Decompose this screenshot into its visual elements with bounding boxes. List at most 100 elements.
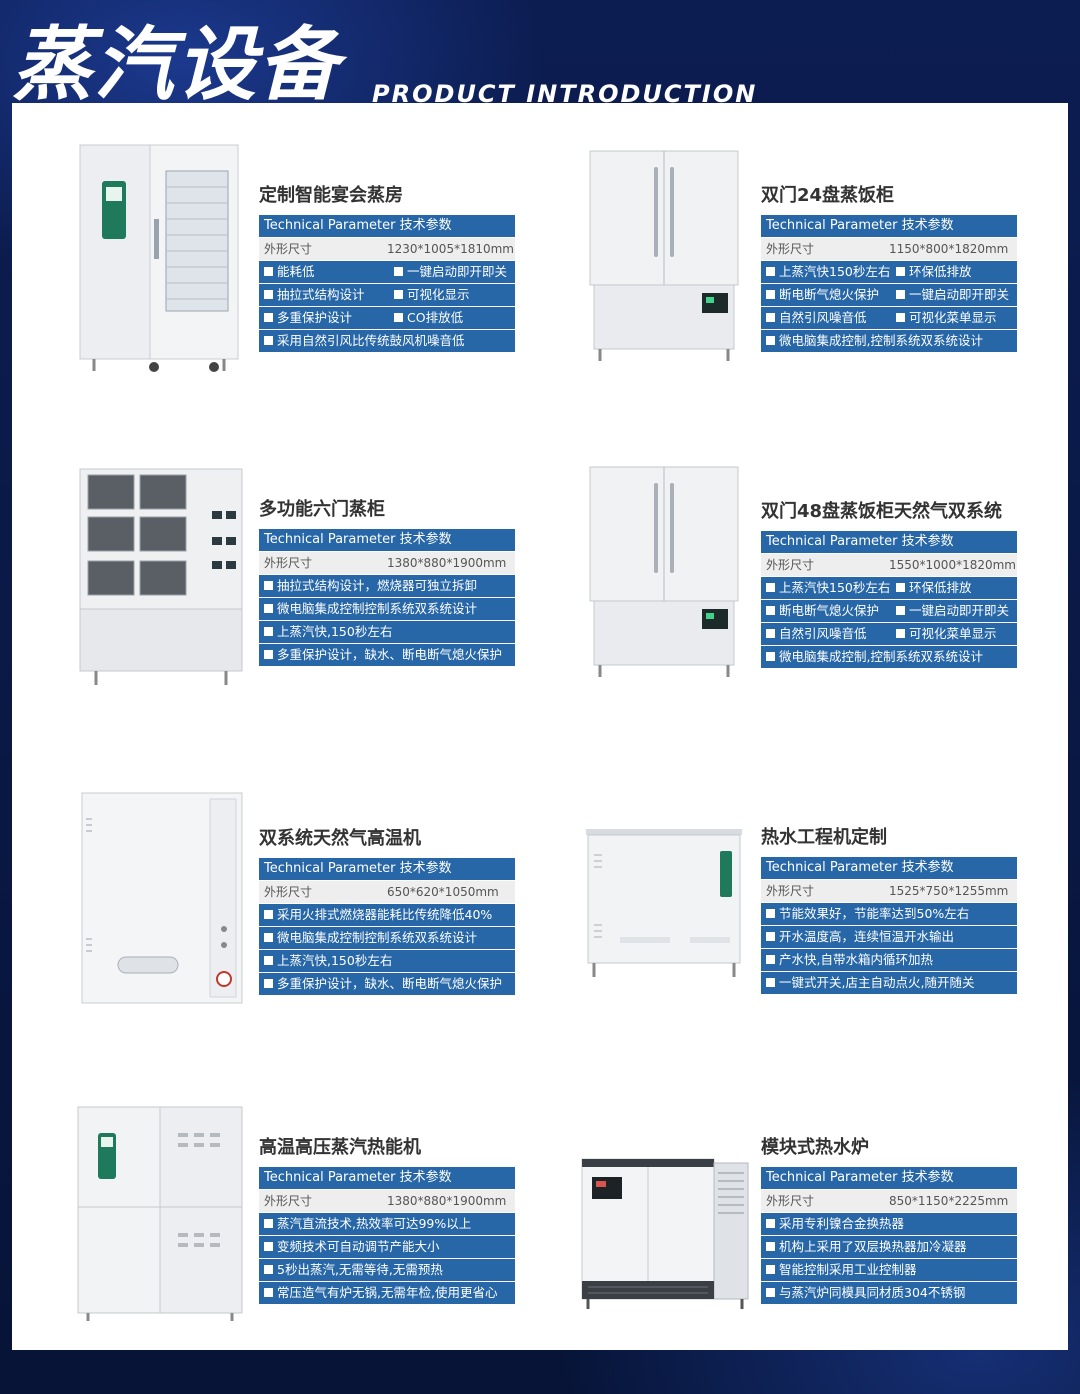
feature-row: 微电脑集成控制控制系统双系统设计: [259, 927, 515, 949]
feature-item: 可视化菜单显示: [891, 623, 997, 645]
feature-row: 开水温度高，连续恒温开水输出: [761, 926, 1017, 948]
size-label: 外形尺寸: [766, 1194, 815, 1208]
feature-item: 断电断气熄火保护: [761, 284, 879, 306]
size-row: 外形尺寸 1150*800*1820mm: [761, 238, 1017, 260]
feature-item: 抽拉式结构设计，燃烧器可独立拆卸: [259, 575, 477, 597]
feature-row: 常压造气有炉无锅,无需年检,使用更省心: [259, 1282, 515, 1304]
feature-item: 采用自然引风比传统鼓风机噪音低: [259, 330, 465, 352]
feature-item: 环保低排放: [891, 261, 972, 283]
feature-item: 上蒸汽快,150秒左右: [259, 621, 392, 643]
feature-row: 上蒸汽快,150秒左右: [259, 950, 515, 972]
feature-item: 可视化菜单显示: [891, 307, 997, 329]
parameter-header: Technical Parameter 技术参数: [259, 529, 515, 551]
feature-item: 一键启动即开即关: [389, 261, 507, 283]
page-title: 蒸汽设备: [12, 18, 340, 111]
feature-row: 产水快,自带水箱内循环加热: [761, 949, 1017, 971]
feature-row: 断电断气熄火保护一键启动即开即关: [761, 284, 1017, 306]
feature-row: 能耗低 一键启动即开即关: [259, 261, 515, 283]
size-value: 850*1150*2225mm: [889, 1194, 1009, 1208]
size-value: 1380*880*1900mm: [387, 556, 507, 570]
parameter-table: Technical Parameter 技术参数 外形尺寸 650*620*105…: [259, 858, 515, 996]
feature-item: 环保低排放: [891, 577, 972, 599]
feature-item: 一键启动即开即关: [891, 600, 1009, 622]
parameter-header: Technical Parameter 技术参数: [761, 1167, 1017, 1189]
product-image-dual-system-gas: [78, 789, 244, 1007]
product-title: 高温高压蒸汽热能机: [259, 1137, 421, 1158]
size-label: 外形尺寸: [766, 884, 815, 898]
feature-item: 多重保护设计，缺水、断电断气熄火保护: [259, 644, 502, 666]
feature-item: 微电脑集成控制,控制系统双系统设计: [761, 646, 983, 668]
feature-item: 自然引风噪音低: [761, 623, 867, 645]
feature-row: 上蒸汽快150秒左右环保低排放: [761, 261, 1017, 283]
size-label: 外形尺寸: [766, 558, 815, 572]
size-label: 外形尺寸: [264, 1194, 313, 1208]
feature-item: 智能控制采用工业控制器: [761, 1259, 917, 1281]
size-value: 1525*750*1255mm: [889, 884, 1009, 898]
product-image-modular-boiler: [578, 1153, 752, 1313]
size-label: 外形尺寸: [766, 242, 815, 256]
parameter-header: Technical Parameter 技术参数: [761, 215, 1017, 237]
feature-item: 抽拉式结构设计: [259, 284, 365, 306]
product-image-banquet-steamer: [74, 139, 246, 375]
product-image-steam-heat-machine: [74, 1103, 246, 1325]
feature-item: 多重保护设计，缺水、断电断气熄火保护: [259, 973, 502, 995]
feature-row: 节能效果好，节能率达到50%左右: [761, 903, 1017, 925]
product-title: 双门24盘蒸饭柜: [761, 185, 895, 206]
size-row: 外形尺寸 1525*750*1255mm: [761, 880, 1017, 902]
feature-item: 多重保护设计: [259, 307, 352, 329]
size-value: 1380*880*1900mm: [387, 1194, 507, 1208]
feature-row: 采用自然引风比传统鼓风机噪音低: [259, 330, 515, 352]
feature-item: 能耗低: [259, 261, 315, 283]
product-title: 模块式热水炉: [761, 1137, 869, 1158]
feature-item: 上蒸汽快,150秒左右: [259, 950, 392, 972]
parameter-header: Technical Parameter 技术参数: [761, 531, 1017, 553]
feature-item: 微电脑集成控制,控制系统双系统设计: [761, 330, 983, 352]
product-image-six-door: [76, 465, 246, 689]
feature-row: 变频技术可自动调节产能大小: [259, 1236, 515, 1258]
feature-item: 上蒸汽快150秒左右: [761, 261, 890, 283]
feature-item: 自然引风噪音低: [761, 307, 867, 329]
parameter-table: Technical Parameter 技术参数 外形尺寸 1550*1000*1…: [761, 531, 1017, 669]
feature-item: 采用专利镍合金换热器: [761, 1213, 904, 1235]
parameter-header: Technical Parameter 技术参数: [761, 857, 1017, 879]
size-label: 外形尺寸: [264, 885, 313, 899]
feature-row: 微电脑集成控制,控制系统双系统设计: [761, 646, 1017, 668]
product-title: 热水工程机定制: [761, 827, 887, 848]
parameter-header: Technical Parameter 技术参数: [259, 1167, 515, 1189]
feature-row: 微电脑集成控制,控制系统双系统设计: [761, 330, 1017, 352]
parameter-table: Technical Parameter 技术参数 外形尺寸 1150*800*18…: [761, 215, 1017, 353]
feature-item: 一键式开关,店主自动点火,随开随关: [761, 972, 974, 994]
size-row: 外形尺寸 850*1150*2225mm: [761, 1190, 1017, 1212]
feature-item: 与蒸汽炉同模具同材质304不锈钢: [761, 1282, 965, 1304]
feature-row: 上蒸汽快,150秒左右: [259, 621, 515, 643]
size-row: 外形尺寸 650*620*1050mm: [259, 881, 515, 903]
feature-row: 抽拉式结构设计，燃烧器可独立拆卸: [259, 575, 515, 597]
size-value: 1150*800*1820mm: [889, 242, 1009, 256]
size-value: 650*620*1050mm: [387, 885, 499, 899]
feature-row: 蒸汽直流技术,热效率可达99%以上: [259, 1213, 515, 1235]
feature-item: 节能效果好，节能率达到50%左右: [761, 903, 969, 925]
feature-row: 机构上采用了双层换热器加冷凝器: [761, 1236, 1017, 1258]
feature-item: 一键启动即开即关: [891, 284, 1009, 306]
size-value: 1550*1000*1820mm: [889, 558, 1016, 572]
feature-item: 开水温度高，连续恒温开水输出: [761, 926, 954, 948]
feature-row: 多重保护设计，缺水、断电断气熄火保护: [259, 973, 515, 995]
product-title: 定制智能宴会蒸房: [259, 185, 403, 206]
product-image-double-door-48: [584, 463, 744, 685]
size-row: 外形尺寸 1380*880*1900mm: [259, 1190, 515, 1212]
feature-item: 采用火排式燃烧器能耗比传统降低40%: [259, 904, 492, 926]
feature-item: 5秒出蒸汽,无需等待,无需预热: [259, 1259, 443, 1281]
feature-row: 自然引风噪音低 可视化菜单显示: [761, 623, 1017, 645]
feature-item: 常压造气有炉无锅,无需年检,使用更省心: [259, 1282, 497, 1304]
parameter-header: Technical Parameter 技术参数: [259, 858, 515, 880]
product-image-double-door-24: [584, 147, 744, 369]
feature-item: 微电脑集成控制控制系统双系统设计: [259, 598, 477, 620]
feature-row: 断电断气熄火保护一键启动即开即关: [761, 600, 1017, 622]
feature-item: 蒸汽直流技术,热效率可达99%以上: [259, 1213, 471, 1235]
feature-item: 微电脑集成控制控制系统双系统设计: [259, 927, 477, 949]
